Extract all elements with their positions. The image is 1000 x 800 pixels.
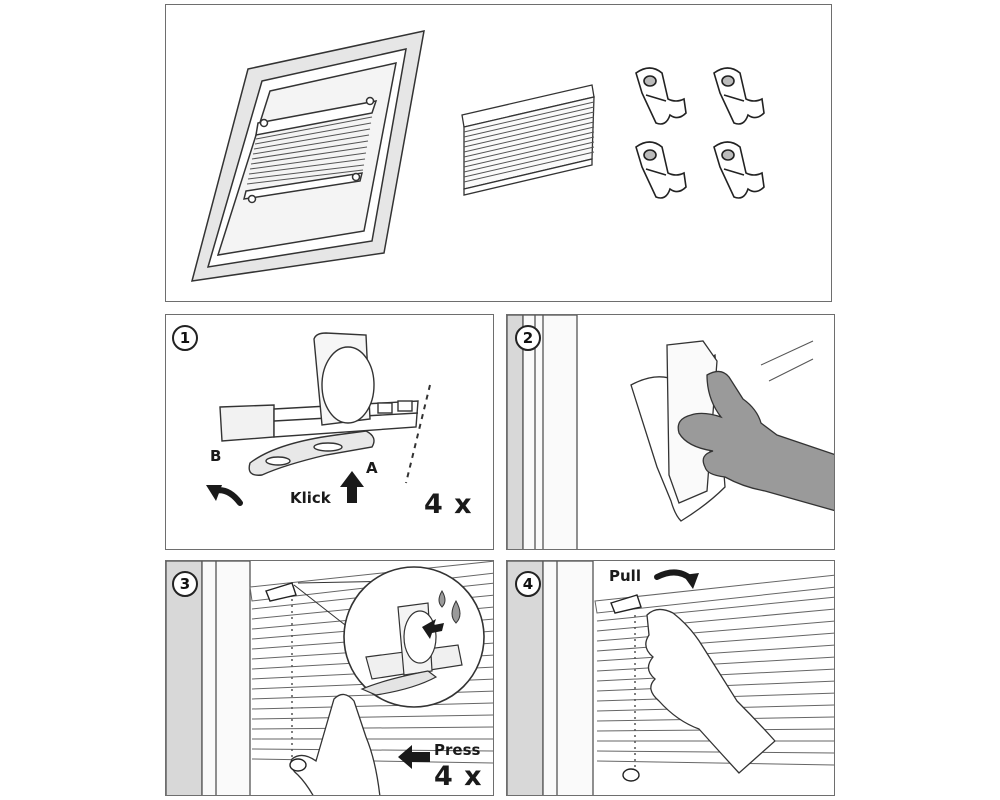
arrowhead-icon [206,485,222,501]
label-pull: Pull [609,567,641,585]
arrow-icon [422,619,444,639]
pleated-blind-illustration [461,84,595,196]
label-a: A [366,459,378,477]
hand-icon [290,693,381,795]
arrow-left-icon [398,745,430,769]
overview-panel [165,4,832,302]
bracket-icon [635,67,687,125]
water-drop-icon [451,599,461,624]
roof-window-illustration [190,30,425,282]
hand-icon [645,608,776,774]
zoom-detail-illustration [343,566,485,708]
water-drop-icon [438,590,446,608]
label-klick: Klick [290,489,331,507]
step-number-badge: 1 [172,325,198,351]
step-number-badge: 4 [515,571,541,597]
mounting-brackets-illustration [635,67,765,199]
repeat-count: 4 x [434,761,483,792]
label-press: Press [434,741,481,759]
bracket-icon [713,67,765,125]
bracket-icon [635,141,687,199]
bracket-icon [713,141,765,199]
label-b: B [210,447,222,465]
step-4-panel: 4 Pull [506,560,835,796]
step-1-illustration [206,332,431,506]
step-3-panel: 3 Press 4 x [165,560,494,796]
step-number-badge: 3 [172,571,198,597]
arrowhead-icon [683,573,699,589]
step-3-illustration [166,561,493,795]
repeat-count: 4 x [424,489,473,520]
overview-illustration [190,30,765,282]
hand-icon [677,370,834,512]
arrow-up-icon [340,471,364,503]
step-2-panel: 2 [506,314,835,550]
step-2-illustration [507,315,834,549]
step-1-panel: 1 B A Klick 4 x [165,314,494,550]
step-number-badge: 2 [515,325,541,351]
step-4-illustration [507,561,834,795]
